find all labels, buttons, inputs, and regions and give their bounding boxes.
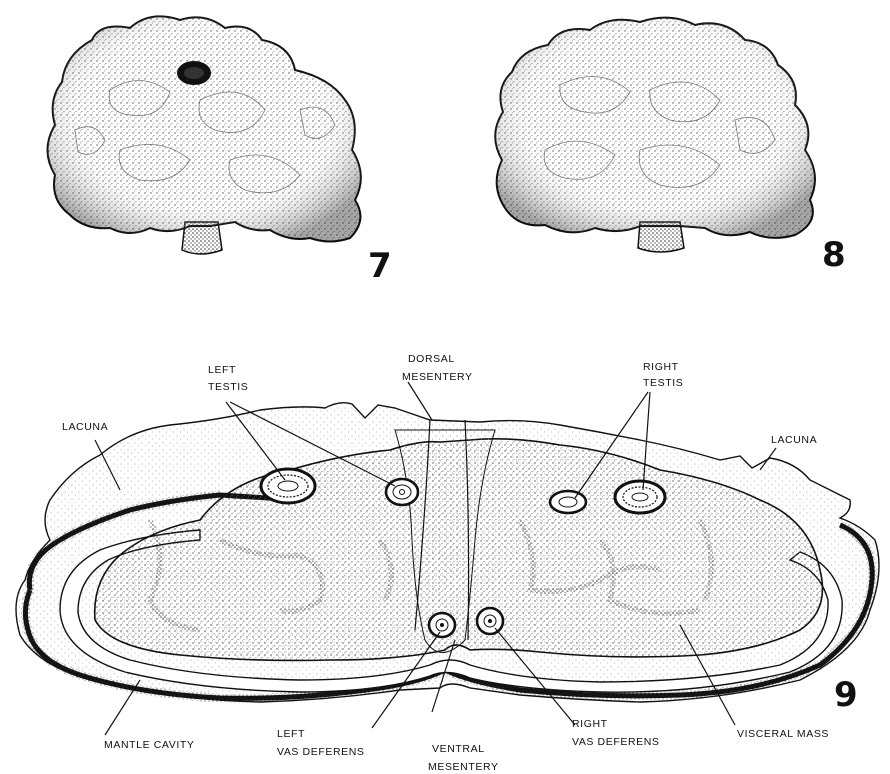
label-lacuna-right: LACUNA: [771, 434, 817, 446]
label-lacuna-left: LACUNA: [62, 421, 108, 433]
label-right-testis-1: RIGHT: [643, 361, 679, 373]
label-left-vas-2: VAS DEFERENS: [277, 746, 365, 758]
figure-9-number: 9: [834, 675, 858, 715]
label-right-testis-2: TESTIS: [643, 377, 683, 389]
figure-8-drawing: [495, 18, 815, 252]
label-dorsal-mesentery-2: MESENTERY: [402, 371, 473, 383]
label-left-testis-2: TESTIS: [208, 381, 248, 393]
figure-7-drawing: [48, 16, 361, 254]
figure-9-drawing: [16, 403, 879, 702]
label-right-vas-2: VAS DEFERENS: [572, 736, 660, 748]
label-right-vas-1: RIGHT: [572, 718, 608, 730]
label-visceral-mass: VISCERAL MASS: [737, 728, 829, 740]
label-dorsal-mesentery-1: DORSAL: [408, 353, 455, 365]
label-ventral-mesentery-2: MESENTERY: [428, 761, 499, 773]
figure-7-number: 7: [368, 246, 392, 286]
label-mantle-cavity: MANTLE CAVITY: [104, 739, 194, 751]
label-ventral-mesentery-1: VENTRAL: [432, 743, 485, 755]
label-left-testis-1: LEFT: [208, 364, 236, 376]
figure-8-number: 8: [822, 235, 846, 275]
label-left-vas-1: LEFT: [277, 728, 305, 740]
